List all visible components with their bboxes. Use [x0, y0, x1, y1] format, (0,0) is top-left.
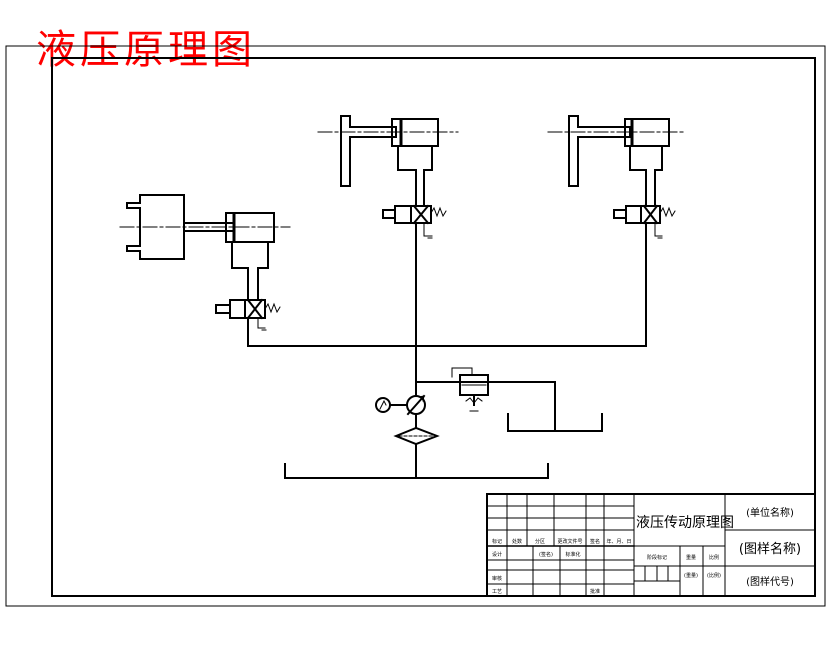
label-sign: (签名) [539, 551, 553, 558]
label-review: 审核 [492, 575, 502, 582]
label-scale-value: (比例) [707, 572, 721, 579]
label-stage-mark: 阶段标记 [647, 554, 667, 561]
outer-frame [5, 45, 826, 607]
middle-cylinder [391, 118, 439, 147]
left-directional-valve [215, 298, 281, 320]
pressure-gauge [375, 397, 407, 413]
drawing-name: (图样名称) [739, 541, 801, 557]
label-process: 工艺 [492, 589, 502, 595]
main-tank [284, 463, 549, 479]
right-actuator-group [547, 115, 685, 347]
page-heading: 液压原理图 [36, 27, 256, 73]
left-cylinder [225, 212, 275, 243]
oil-filter [393, 426, 440, 446]
label-mark: 标记 [492, 538, 502, 545]
inner-frame [51, 57, 816, 597]
drawing-code: (图样代号) [746, 575, 794, 588]
left-actuator-group [119, 194, 291, 347]
right-directional-valve [613, 204, 676, 225]
label-count: 处数 [512, 538, 522, 545]
middle-fixture [340, 115, 397, 187]
label-weight: 重量 [686, 554, 696, 561]
left-fixture [126, 194, 185, 260]
label-date: 年、月、日 [606, 538, 631, 545]
title-block [486, 493, 816, 597]
label-standardization: 标准化 [565, 551, 580, 558]
label-signature: 签名 [590, 538, 600, 545]
label-design: 设计 [492, 551, 502, 558]
hydraulic-pump [406, 394, 426, 416]
label-approve: 批准 [590, 588, 600, 595]
drawing-title: 液压传动原理图 [636, 515, 734, 531]
label-change-doc: 更改文件号 [557, 538, 582, 545]
label-zone: 分区 [535, 538, 545, 545]
relief-valve [451, 367, 489, 412]
middle-directional-valve [382, 204, 447, 225]
right-cylinder [624, 118, 670, 147]
middle-actuator-group [317, 115, 459, 347]
label-scale: 比例 [709, 554, 719, 561]
label-weight-value: (重量) [684, 572, 698, 579]
right-fixture [568, 115, 631, 187]
unit-name: (单位名称) [746, 506, 794, 519]
